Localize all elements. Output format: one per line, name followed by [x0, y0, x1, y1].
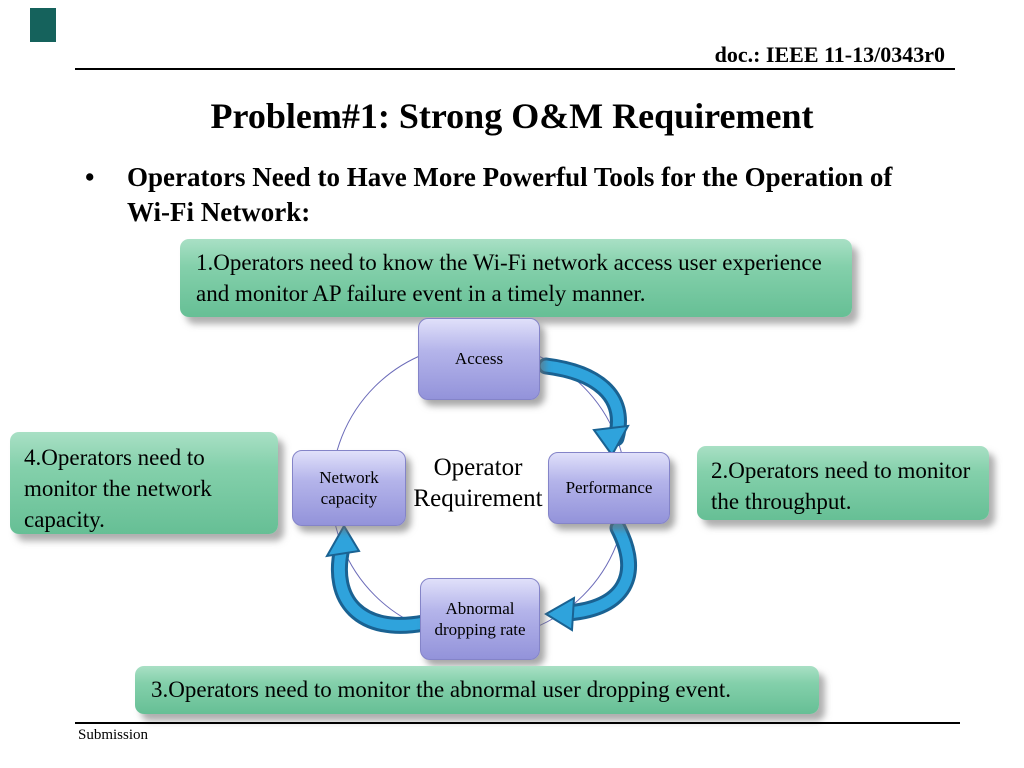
bullet-text: Operators Need to Have More Powerful Too… [127, 162, 893, 228]
callout-note-1: 1.Operators need to know the Wi-Fi netwo… [180, 239, 852, 317]
callout-note-4: 4.Operators need to monitor the network … [10, 432, 278, 534]
footer-rule [75, 722, 960, 724]
diagram-center-label: Operator Requirement [413, 454, 543, 513]
doc-reference: doc.: IEEE 11-13/0343r0 [714, 42, 945, 67]
node-access: Access [418, 318, 540, 400]
header-rule [75, 68, 955, 70]
slide-title: Problem#1: Strong O&M Requirement [210, 96, 814, 136]
slide-accent-block [30, 8, 56, 42]
node-performance: Performance [548, 452, 670, 524]
callout-note-3: 3.Operators need to monitor the abnormal… [135, 666, 819, 714]
node-network-capacity: Network capacity [292, 450, 406, 526]
node-abnormal-dropping-rate: Abnormal dropping rate [420, 578, 540, 660]
callout-note-2: 2.Operators need to monitor the throughp… [697, 446, 989, 520]
bullet-marker: • [85, 162, 95, 192]
bullet-item: • Operators Need to Have More Powerful T… [85, 160, 925, 230]
footer-label: Submission [78, 727, 149, 743]
